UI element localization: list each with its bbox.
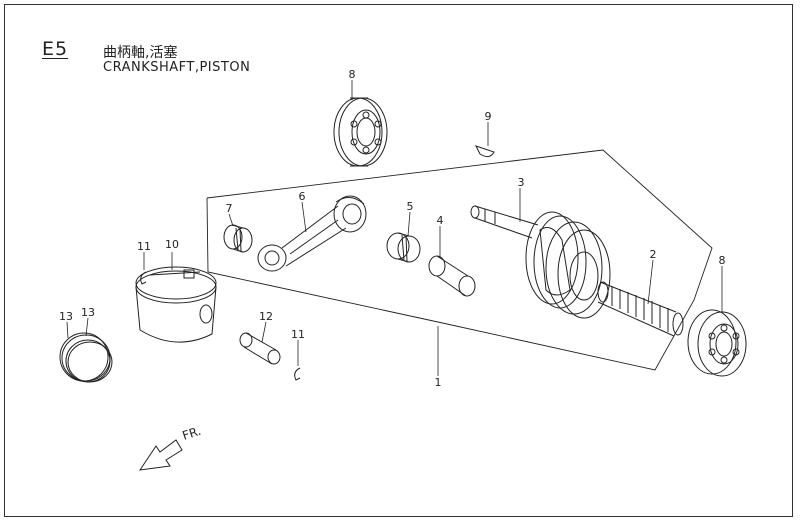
callout-2: 2 — [650, 248, 657, 261]
callout-1: 1 — [435, 376, 442, 389]
connecting-rod — [257, 195, 367, 272]
callout-6: 6 — [299, 190, 306, 203]
bearing-right — [687, 309, 747, 377]
circlip-right — [294, 367, 301, 381]
callout-9: 9 — [485, 110, 492, 123]
callout-7: 7 — [226, 202, 233, 215]
woodruff-key — [475, 145, 495, 158]
assembly-bracket — [206, 149, 713, 371]
callout-13-left: 13 — [59, 310, 73, 323]
piston — [135, 266, 217, 343]
leader-lines — [66, 80, 723, 376]
crank-pin — [428, 255, 476, 297]
big-end-bearing — [386, 232, 421, 263]
piston-pin — [239, 332, 281, 365]
callout-8-right: 8 — [719, 254, 726, 267]
callout-11-left: 11 — [137, 240, 151, 253]
front-arrow-icon — [138, 439, 183, 471]
section-code: E5 — [42, 38, 69, 60]
callout-12: 12 — [259, 310, 273, 323]
callout-4: 4 — [437, 214, 444, 227]
callout-8-top: 8 — [349, 68, 356, 81]
callout-3: 3 — [518, 176, 525, 189]
diagram-frame — [4, 4, 793, 517]
callout-10: 10 — [165, 238, 179, 251]
title-english: CRANKSHAFT,PISTON — [103, 60, 251, 75]
front-label: FR. — [181, 424, 203, 443]
callout-5: 5 — [407, 200, 414, 213]
small-end-bearing — [223, 224, 253, 253]
callout-13-right: 13 — [81, 306, 95, 319]
callout-11-right: 11 — [291, 328, 305, 341]
crankshaft — [470, 205, 684, 337]
circlip-left — [140, 271, 147, 285]
piston-rings — [59, 332, 113, 383]
title-chinese: 曲柄軸,活塞 — [103, 45, 178, 61]
bearing-top — [333, 97, 388, 167]
callout-labels: 1 2 3 4 5 6 7 8 8 9 10 11 11 12 13 13 — [59, 68, 726, 389]
